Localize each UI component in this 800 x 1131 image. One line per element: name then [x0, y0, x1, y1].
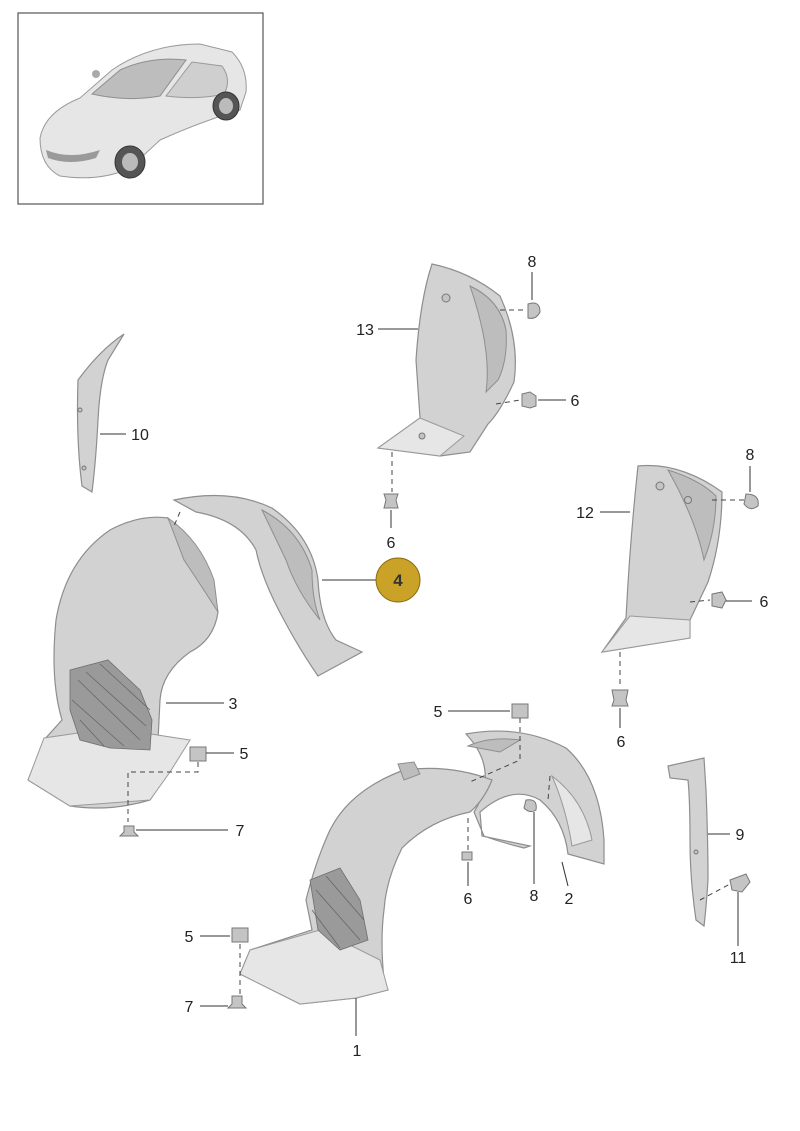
callout-6[interactable]: 6: [617, 734, 626, 751]
screw-6a: [521, 391, 537, 409]
callout-4[interactable]: 4: [393, 571, 403, 590]
clip-5a: [189, 746, 207, 762]
callout-5[interactable]: 5: [240, 746, 249, 763]
rivet-7a: [118, 825, 140, 837]
rivet-11: [729, 873, 751, 893]
screw-6d: [611, 689, 629, 707]
screw-6c: [711, 591, 727, 609]
callout-5[interactable]: 5: [185, 929, 194, 946]
assembly-lines: [127, 309, 744, 994]
callout-12[interactable]: 12: [576, 505, 594, 522]
highlight-circle-4[interactable]: [375, 557, 421, 603]
part-2-arch-liner: [464, 730, 605, 865]
callout-labels: 13 8 6 6 10 4 12 8 6 6 3 5 5 7 6 8 2 9 1…: [131, 254, 768, 1060]
part-12-liner-section: [600, 464, 723, 653]
nut-8a: [527, 302, 541, 319]
callout-2[interactable]: 2: [565, 891, 574, 908]
callout-6[interactable]: 6: [571, 393, 580, 410]
callout-8[interactable]: 8: [530, 888, 539, 905]
callout-3[interactable]: 3: [229, 696, 238, 713]
part-4-arch-liner: [172, 494, 364, 677]
callout-9[interactable]: 9: [736, 827, 745, 844]
callout-7[interactable]: 7: [185, 999, 194, 1016]
callout-6[interactable]: 6: [760, 594, 769, 611]
fasteners: [118, 302, 759, 1009]
callout-6[interactable]: 6: [464, 891, 473, 908]
nut-8c: [523, 799, 537, 813]
part-1-wheel-housing-liner: [239, 761, 493, 1005]
callout-5[interactable]: 5: [434, 704, 443, 721]
callout-11[interactable]: 11: [730, 950, 747, 967]
nut-8b: [743, 493, 759, 510]
part-10-trim-strip: [76, 333, 125, 493]
part-3-wheel-housing-liner: [27, 516, 219, 809]
callout-6[interactable]: 6: [387, 535, 396, 552]
clip-5b: [511, 703, 529, 719]
screw-6e: [461, 851, 473, 861]
callout-13[interactable]: 13: [356, 322, 374, 339]
callout-7[interactable]: 7: [236, 823, 245, 840]
part-9-side-trim: [667, 757, 709, 928]
callout-10[interactable]: 10: [131, 427, 149, 444]
clip-5c: [231, 927, 249, 943]
part-13-liner-section: [376, 263, 516, 457]
leader-lines: [100, 272, 752, 1036]
callout-1[interactable]: 1: [353, 1043, 362, 1060]
screw-6b: [383, 493, 399, 509]
callout-8[interactable]: 8: [528, 254, 537, 271]
vehicle-thumbnail: [17, 12, 264, 205]
callout-8[interactable]: 8: [746, 447, 755, 464]
rivet-7b: [226, 995, 248, 1009]
